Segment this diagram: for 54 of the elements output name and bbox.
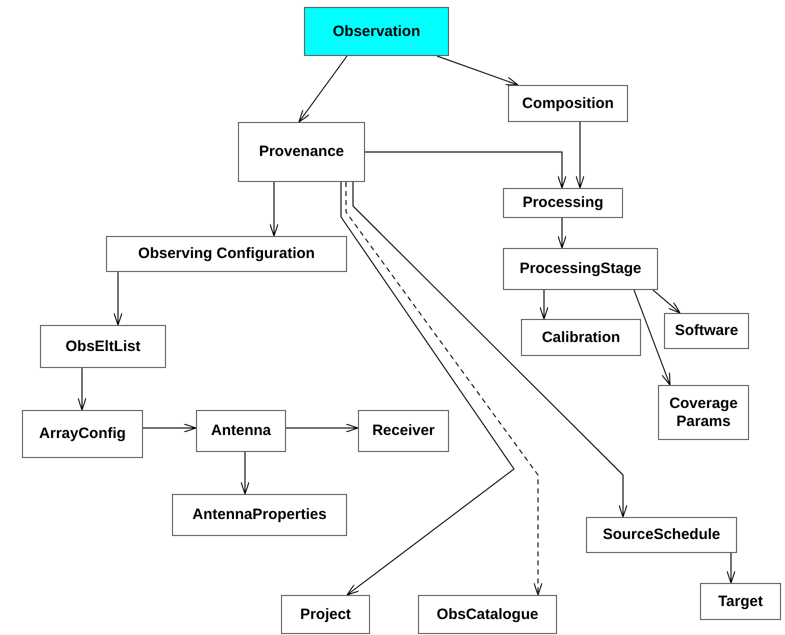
class-name: ProcessingStage (520, 260, 642, 278)
class-name: ObsCatalogue (436, 606, 538, 624)
arrow (726, 552, 736, 584)
class-box (40, 325, 166, 368)
arrow (298, 56, 348, 122)
class-box (418, 595, 557, 634)
class-box (658, 385, 749, 440)
class-name: Antenna (211, 422, 271, 440)
arrow (340, 182, 515, 596)
arrow (142, 424, 196, 432)
class-box (508, 85, 628, 122)
class-name: Project (300, 606, 351, 624)
class-name: Software (674, 322, 738, 340)
class-box (304, 7, 449, 56)
arrow (558, 218, 566, 248)
arrow (652, 290, 680, 314)
class-name: AntennaProperties (192, 506, 327, 524)
class-name: Composition (522, 94, 614, 112)
class-box (664, 313, 749, 349)
class-box (22, 410, 143, 458)
dashed-arrow (346, 182, 542, 596)
arrow (352, 182, 628, 518)
class-name: Provenance (258, 143, 344, 161)
class-box (586, 517, 737, 553)
class-name: SourceSchedule (602, 526, 720, 544)
arrow (270, 182, 278, 236)
arrow (240, 452, 250, 494)
class-name: ObsEltList (65, 338, 140, 356)
class-name: Coverage Params (668, 394, 739, 430)
arrow (576, 122, 584, 188)
class-box (700, 583, 781, 620)
class-box (196, 410, 286, 452)
class-box (281, 595, 370, 634)
class-box (106, 236, 347, 272)
class-name: Calibration (542, 328, 620, 346)
class-box (358, 410, 449, 452)
class-name: Observing Configuration (138, 245, 315, 263)
arrow (634, 290, 670, 386)
class-name: Target (718, 592, 763, 610)
class-box (503, 248, 658, 290)
class-box (503, 188, 623, 218)
class-box (172, 494, 347, 536)
arrow (436, 56, 518, 86)
arrow (286, 424, 358, 432)
class-box (238, 122, 365, 182)
arrow (114, 272, 122, 326)
class-name: ArrayConfig (39, 425, 126, 443)
class-name: Processing (522, 194, 604, 212)
arrow (78, 368, 86, 410)
class-name: Observation (332, 22, 420, 40)
arrow (364, 152, 566, 188)
arrow (540, 290, 548, 320)
class-box (521, 319, 641, 356)
class-name: Receiver (372, 422, 435, 440)
